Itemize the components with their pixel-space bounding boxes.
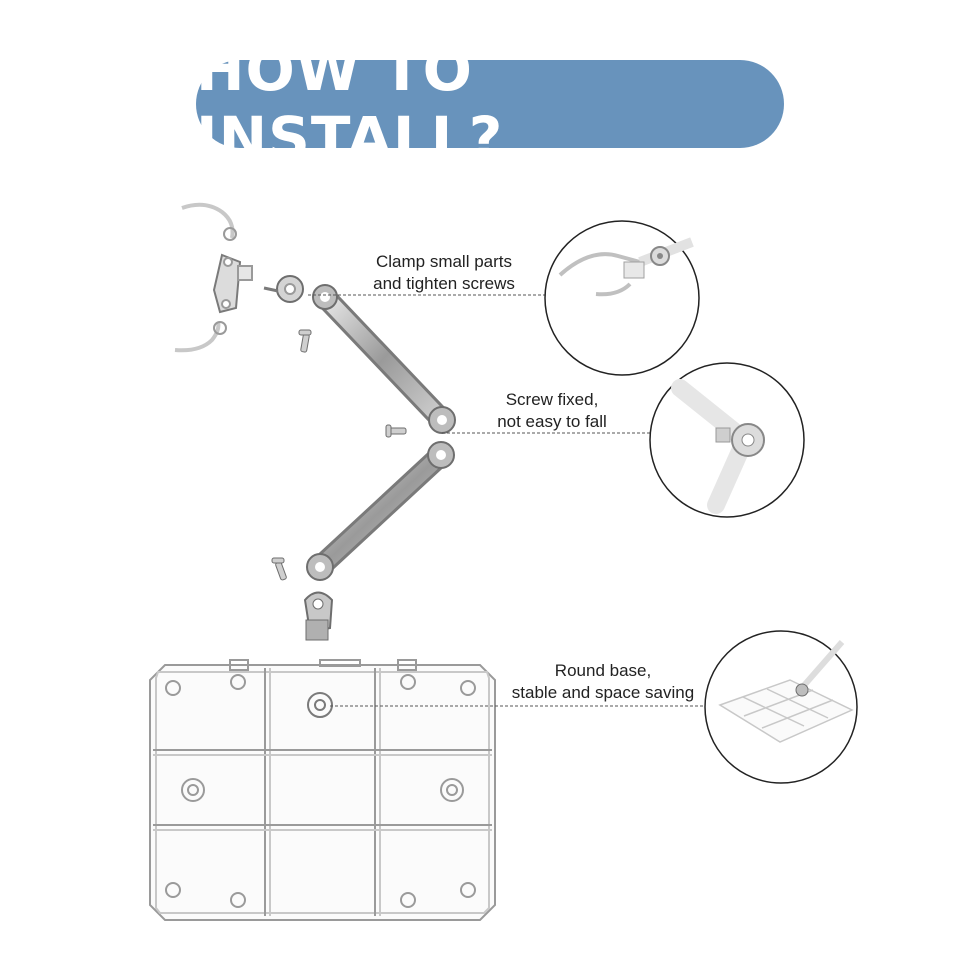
base-hole-center [307,692,333,718]
detail-circle-clamp [544,220,700,376]
callout-screw-line1: Screw fixed, [505,390,599,409]
base-plate [149,659,496,921]
callout-base: Round base, stable and space saving [500,660,706,704]
screws [271,329,407,581]
clamp-arm-lower-joint [213,321,227,335]
upper-arm [312,284,456,434]
clamp-screw-stub [263,286,279,293]
screw-2 [385,424,407,438]
clamp-arm-upper-joint [223,227,237,241]
screw-1 [298,329,312,353]
screw-3 [271,557,287,581]
detail-circle-base [704,630,858,784]
base-connector [303,591,334,641]
clamp-hub-tab [237,265,253,281]
callout-clamp: Clamp small parts and tighten screws [360,251,528,295]
callout-base-line2: stable and space saving [511,683,695,702]
callout-screw-line2: not easy to fall [497,412,607,431]
page-title: HOW TO INSTALL? [196,36,504,172]
callout-screw: Screw fixed, not easy to fall [482,389,622,433]
clamp-hub-hole-top [223,257,233,267]
title-banner: HOW TO INSTALL? [196,36,784,172]
leader-lines [308,294,705,707]
clamp-parts [174,202,304,353]
clamp-nut-hole [284,283,296,295]
clamp-hub [212,253,242,314]
callout-clamp-line2: and tighten screws [373,274,515,293]
detail-circle-screw [649,362,805,518]
lower-arm [306,441,455,581]
callout-clamp-line1: Clamp small parts [375,252,513,271]
callout-base-line1: Round base, [554,661,652,680]
clamp-hub-hole-bottom [221,299,231,309]
clamp-arm-lower [174,321,221,353]
